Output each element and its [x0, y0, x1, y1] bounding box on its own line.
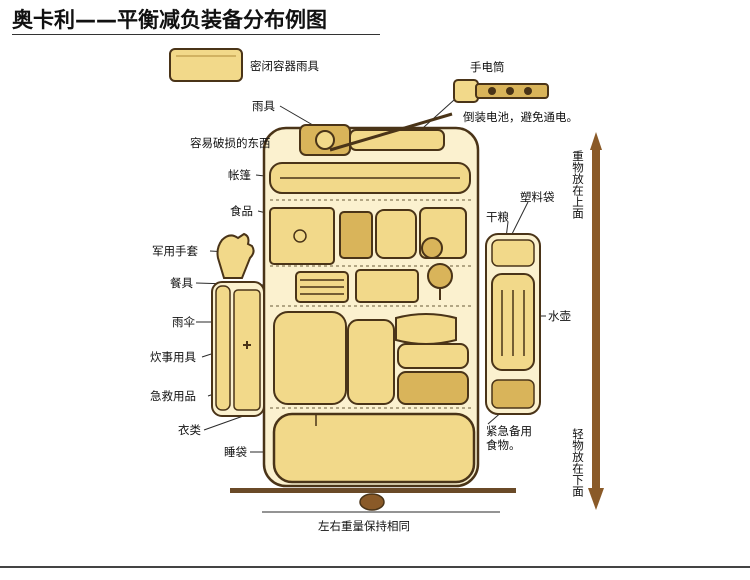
- fragile-item-lid: [315, 130, 335, 150]
- balance-fulcrum: [359, 493, 385, 511]
- label-cooking: 炊事用具: [150, 350, 196, 364]
- label-food: 食品: [230, 204, 253, 218]
- label-umbrella: 雨伞: [172, 315, 195, 329]
- food-box-mark: [293, 229, 307, 243]
- bottom-rule: [0, 566, 750, 568]
- label-tent: 帐篷: [228, 168, 251, 182]
- water-bottle-ribs: [501, 290, 525, 356]
- food-wheel: [421, 237, 443, 259]
- food-can: [339, 211, 373, 259]
- label-clothes: 衣类: [178, 423, 201, 437]
- label-first-aid: 急救用品: [150, 389, 196, 403]
- top-stick: [329, 112, 453, 152]
- label-plastic-bag: 塑料袋: [520, 190, 555, 204]
- page-title: 奥卡利——平衡减负装备分布例图: [12, 8, 327, 32]
- weight-arrow-icon: [588, 132, 604, 510]
- first-aid-kit: [233, 289, 261, 411]
- food-pack: [375, 209, 417, 259]
- label-fragile: 容易破损的东西: [190, 136, 271, 150]
- dry-food-pack: [491, 239, 535, 267]
- first-aid-cross: [243, 341, 251, 349]
- label-rain-gear: 雨具: [252, 99, 275, 113]
- gloves-icon: [216, 232, 255, 279]
- clothes-group: [273, 311, 469, 405]
- label-balance: 左右重量保持相同: [318, 519, 410, 533]
- label-emergency-food: 紧急备用食物。: [486, 424, 532, 452]
- label-battery-note: 倒装电池，避免通电。: [463, 110, 578, 124]
- sleeping-bag: [272, 412, 476, 484]
- label-light-bottom: 轻物放在下面: [571, 428, 585, 497]
- food-box: [269, 207, 335, 265]
- label-sleeping-bag: 睡袋: [224, 445, 247, 459]
- sealed-container-box: [169, 48, 243, 82]
- emergency-food-pack: [491, 379, 535, 409]
- label-dry-food: 干粮: [486, 210, 509, 224]
- umbrella-item: [215, 285, 231, 411]
- label-flashlight: 手电筒: [470, 60, 505, 74]
- flashlight-icon: [413, 79, 549, 137]
- title-underline: [12, 34, 380, 35]
- balance-beam: [230, 488, 516, 493]
- tableware-group: [295, 263, 453, 303]
- label-sealed-container: 密闭容器雨具: [250, 59, 319, 73]
- label-tableware: 餐具: [170, 276, 193, 290]
- label-heavy-top: 重物放在上面: [571, 150, 585, 219]
- label-gloves: 军用手套: [152, 244, 198, 258]
- label-water-bottle: 水壶: [548, 309, 571, 323]
